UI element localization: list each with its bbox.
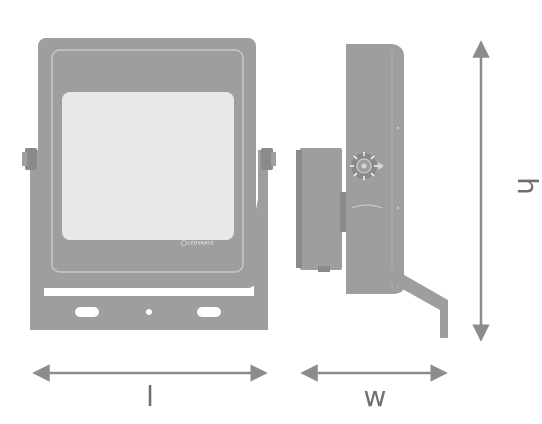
slot-right <box>197 307 221 317</box>
front-lens <box>62 92 234 240</box>
length-label: l <box>146 380 154 413</box>
brand-logo: LEDVANCE <box>181 240 214 246</box>
front-panel-outline <box>51 49 244 273</box>
width-label: w <box>364 380 387 413</box>
angle-adjust-knob <box>350 152 384 180</box>
side-bracket-arm <box>348 175 448 338</box>
mount-hole <box>146 309 152 315</box>
height-label: h <box>511 177 542 195</box>
slot-left <box>75 307 99 317</box>
side-view <box>296 44 448 338</box>
front-view: LEDVANCE <box>22 38 276 330</box>
side-wall-mount <box>300 148 342 270</box>
svg-text:LEDVANCE: LEDVANCE <box>188 241 214 246</box>
